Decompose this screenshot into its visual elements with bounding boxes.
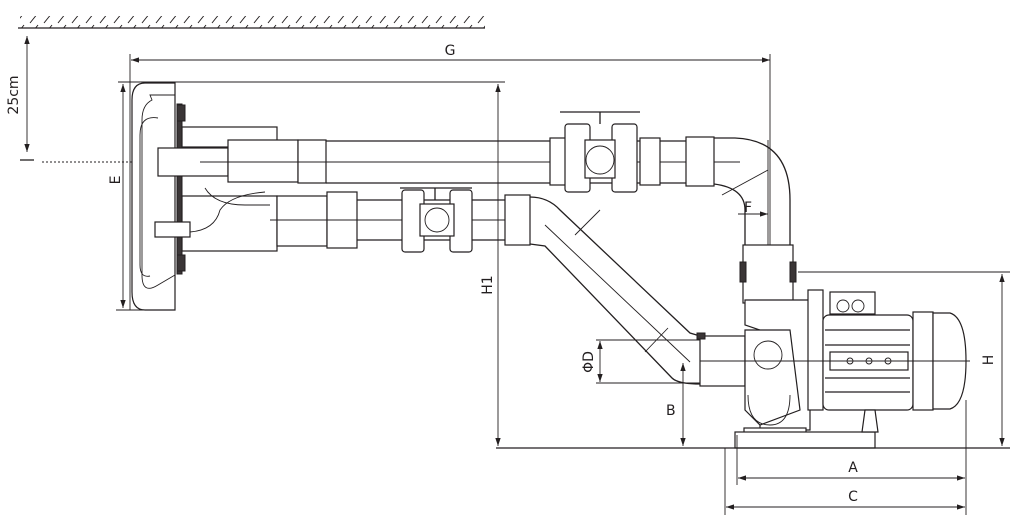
dimension-label-G: G [445,43,456,59]
lower-pipe [270,191,531,249]
dimension-label-F: F [744,200,752,216]
dimension-label-A: A [848,460,858,476]
dimension-label-H1: H1 [480,275,496,294]
dimension-H1: H1 [480,84,501,446]
dimension-label-E: E [108,176,124,185]
motor [700,289,970,433]
pump [696,244,876,449]
dimension-25cm: 25cm [6,36,200,163]
dimension-label-H: H [981,355,997,366]
dimension-B: B [666,363,686,446]
dimension-label-25cm: 25cm [6,75,22,114]
lower-ball-valve [400,187,473,253]
upper-pipe [200,137,740,186]
pool-wall-fitting [131,82,278,311]
dimension-C: C [724,448,965,515]
upper-elbow: F [685,136,791,250]
water-surface-line [18,16,485,29]
dimension-label-B: B [666,403,676,419]
upper-ball-valve [560,111,640,193]
dimension-G: G [129,43,771,310]
dimension-A: A [736,400,967,515]
diagonal-pipe [529,196,701,385]
dimension-H: H [798,271,1010,446]
dimension-label-C: C [848,489,858,505]
dimension-label-D: ΦD [581,351,597,373]
dimension-D: ΦD [581,339,700,384]
